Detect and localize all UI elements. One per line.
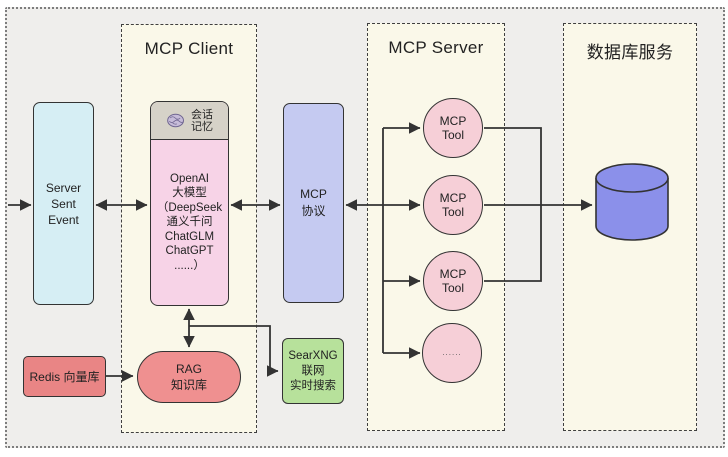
node-mcp-tool-3: MCP Tool: [423, 251, 483, 311]
container-title-database-service: 数据库服务: [586, 43, 674, 62]
node-label: MCP 协议: [300, 187, 327, 218]
node-rag-knowledge-base: RAG 知识库: [137, 351, 241, 403]
node-label: ......: [442, 348, 462, 357]
container-title-mcp-client: MCP Client: [144, 39, 234, 58]
node-mcp-tool-more: ......: [422, 323, 482, 383]
node-label: Server Sent Event: [45, 180, 82, 227]
node-redis-vector-store: Redis 向量库: [23, 356, 106, 397]
container-title-mcp-server: MCP Server: [388, 38, 484, 57]
session-memory-label: 会话 记忆: [191, 108, 213, 133]
node-label: Redis 向量库: [29, 370, 100, 384]
node-label: MCP Tool: [439, 191, 467, 219]
node-mcp-tool-2: MCP Tool: [423, 175, 483, 235]
llm-model-list: OpenAI 大模型 （DeepSeek 通义千问 ChatGLM ChatGP…: [156, 172, 223, 272]
node-llm: 会话 记忆 OpenAI 大模型 （DeepSeek 通义千问 ChatGLM …: [150, 101, 229, 306]
brain-icon: [167, 113, 184, 128]
node-mcp-tool-1: MCP Tool: [423, 98, 483, 158]
node-label: SearXNG 联网 实时搜索: [288, 349, 338, 392]
container-database-service: 数据库服务: [563, 23, 697, 431]
node-label: MCP Tool: [439, 267, 467, 295]
node-label: MCP Tool: [439, 114, 467, 142]
node-searxng-web-search: SearXNG 联网 实时搜索: [282, 338, 344, 404]
node-mcp-protocol: MCP 协议: [283, 103, 344, 303]
session-memory-header: 会话 记忆: [151, 102, 228, 140]
node-server-sent-event: Server Sent Event: [33, 102, 94, 305]
node-label: RAG 知识库: [170, 362, 207, 392]
